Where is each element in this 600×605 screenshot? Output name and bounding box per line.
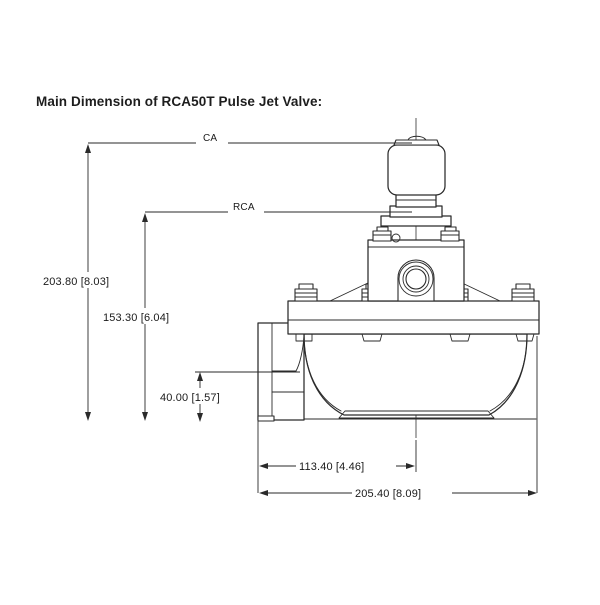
overall-width-label: 205.40 [8.09]: [355, 488, 421, 500]
armature-sleeve: [395, 193, 437, 208]
outlet-port: [257, 322, 305, 422]
outlet-height-arrow-bottom: [197, 413, 203, 422]
outlet-offset-arrow-left: [259, 463, 268, 469]
dimension-outlet-offset-width: 113.40 [4.46]: [259, 458, 415, 474]
coil-cap-nut: [407, 135, 427, 141]
bonnet-bolts: [372, 226, 460, 243]
bonnet-shoulder: [389, 205, 443, 218]
valve-assembly: [257, 118, 540, 438]
dimension-annotations: CA RCA 203.80 [8.03]: [40, 131, 538, 501]
callout-rca: RCA: [145, 200, 412, 214]
overall-height-arrow-top: [85, 144, 91, 153]
boss-circle-outer: [398, 261, 434, 297]
bonnet-plug-icon: [391, 233, 401, 243]
flange-bolt-1: [294, 283, 318, 302]
overall-height-label: 203.80 [8.03]: [43, 276, 109, 288]
bowl-inner-right: [489, 333, 528, 412]
body-height-label-mask: [100, 308, 204, 324]
outlet-offset-label: 113.40 [4.46]: [299, 461, 364, 473]
outlet-offset-label-mask: [296, 458, 396, 474]
outlet-port-body: [257, 322, 305, 421]
outlet-offset-arrow-right: [406, 463, 415, 469]
flange-tab-2: [361, 333, 383, 342]
callout-ca: CA: [88, 131, 412, 145]
flange-tab-1: [295, 333, 313, 342]
flange-bolt-4: [511, 283, 535, 302]
boss-circle-bore: [405, 268, 427, 290]
rca-label: RCA: [233, 202, 255, 213]
gusset-right: [459, 281, 501, 302]
solenoid-coil: [387, 135, 446, 196]
gusset-left: [329, 281, 371, 302]
bowl-body: [303, 333, 528, 416]
armature-tube: [395, 193, 437, 208]
dimension-body-height: 153.30 [6.04]: [100, 213, 204, 421]
dimension-outlet-height: 40.00 [1.57]: [157, 371, 300, 422]
outlet-height-label-mask: [157, 388, 247, 404]
overall-height-label-mask: [40, 272, 144, 288]
outlet-height-label: 40.00 [1.57]: [160, 392, 220, 404]
flange-plate: [287, 300, 540, 335]
overall-width-arrow-left: [259, 490, 268, 496]
body-height-label: 153.30 [6.04]: [103, 312, 169, 324]
coil-top-plate: [393, 139, 440, 146]
flange-tab-4: [515, 333, 535, 342]
bowl-base-pad: [338, 410, 495, 419]
dimension-overall-height: 203.80 [8.03]: [40, 144, 144, 421]
flange-tab-3: [449, 333, 471, 342]
outlet-port-fillet: [295, 335, 305, 372]
bonnet-bolt-left: [372, 226, 392, 242]
body-height-arrow-bottom: [142, 412, 148, 421]
outlet-port-foot: [257, 415, 275, 422]
bonnet: [367, 205, 465, 302]
ca-label-mask: [196, 131, 228, 145]
bonnet-collar: [380, 215, 452, 227]
overall-width-arrow-right: [528, 490, 537, 496]
ca-label: CA: [203, 133, 217, 144]
bonnet-bolt-right: [440, 226, 460, 242]
boss-circle-mid: [402, 265, 430, 293]
outlet-height-arrow-top: [197, 372, 203, 381]
body-boss: [397, 259, 435, 302]
page-title: Main Dimension of RCA50T Pulse Jet Valve…: [36, 94, 322, 109]
overall-height-arrow-bottom: [85, 412, 91, 421]
overall-width-label-mask: [352, 485, 452, 501]
body-height-arrow-top: [142, 213, 148, 222]
dimension-overall-width: 205.40 [8.09]: [259, 485, 537, 501]
diaphragm-bowl: [295, 333, 537, 420]
coil-housing: [387, 144, 446, 196]
rca-label-mask: [228, 200, 264, 214]
